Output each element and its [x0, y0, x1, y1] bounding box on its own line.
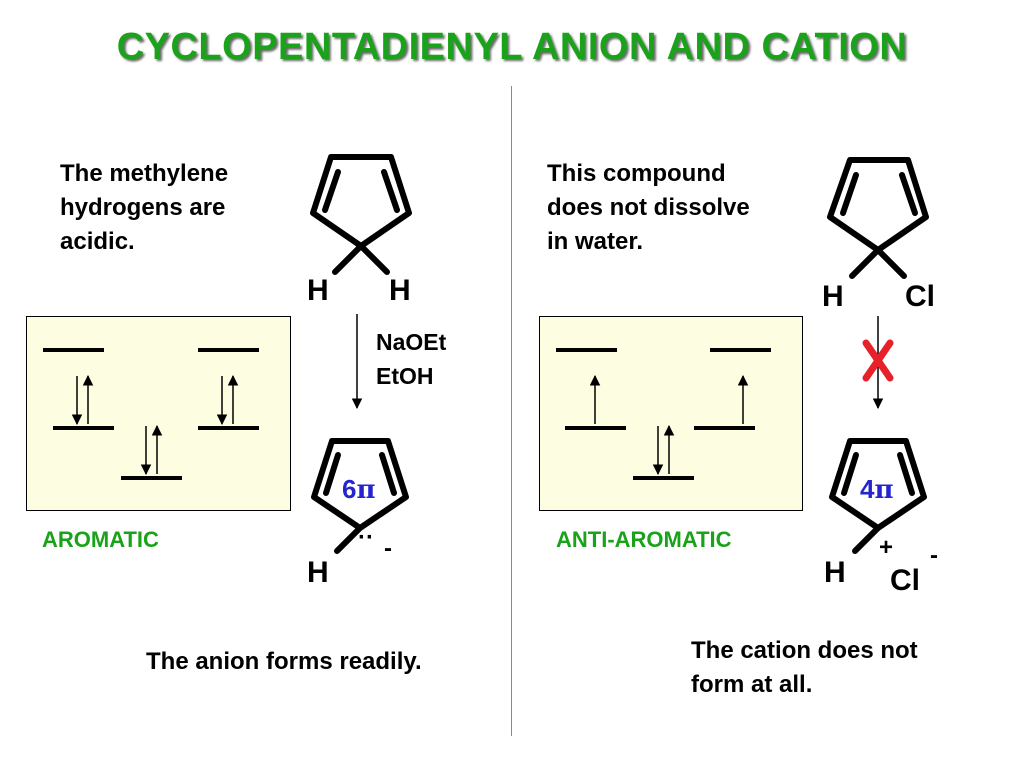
cation-charge: +: [879, 534, 893, 561]
chlorocyclopentadiene-structure: [827, 157, 929, 279]
reactant-h-left: H: [307, 274, 329, 307]
left-note-line: hydrogens are: [60, 194, 226, 221]
left-note-line: acidic.: [60, 228, 135, 255]
reagent-solvent: EtOH: [376, 363, 434, 389]
anion-pi-count: 6π: [342, 474, 376, 505]
vertical-divider: [511, 86, 512, 736]
right-note-line: in water.: [547, 228, 644, 255]
left-note: The methylene hydrogens are acidic.: [60, 157, 228, 259]
aromatic-energy-levels: [43, 348, 259, 480]
lone-pair: ··: [358, 524, 374, 551]
left-note-line: The methylene: [60, 160, 229, 187]
cyclopentadienyl-anion-structure: [311, 438, 409, 554]
antiaromatic-electrons: [589, 374, 749, 476]
cyclopentadienyl-cation-structure: [829, 438, 927, 554]
cyclopentadiene-structure: [310, 154, 412, 275]
right-note: This compound does not dissolve in water…: [547, 157, 750, 259]
right-conclusion: The cation does not form at all.: [691, 634, 918, 702]
antiaromatic-energy-levels: [556, 348, 771, 480]
aromatic-electrons: [71, 374, 239, 476]
cation-pi-count: 4π: [860, 474, 894, 505]
anion-charge: -: [384, 535, 392, 562]
aromatic-label: AROMATIC: [42, 527, 159, 552]
reactant-cl: Cl: [905, 280, 935, 313]
counterion-cl: Cl: [890, 564, 920, 597]
left-conclusion: The anion forms readily.: [146, 648, 422, 675]
reactant-h: H: [822, 280, 844, 313]
antiaromatic-label: ANTI-AROMATIC: [556, 527, 732, 552]
counterion-charge: -: [930, 542, 938, 569]
page-title: CYCLOPENTADIENYL ANION AND CATION: [116, 26, 908, 68]
reagent-base: NaOEt: [376, 329, 447, 355]
right-note-line: does not dissolve: [547, 194, 750, 221]
right-conclusion-line: form at all.: [691, 671, 813, 698]
cation-h: H: [824, 556, 846, 589]
anion-h: H: [307, 556, 329, 589]
right-note-line: This compound: [547, 160, 726, 187]
no-reaction-x-icon: [862, 339, 894, 382]
right-conclusion-line: The cation does not: [691, 637, 918, 664]
reactant-h-right: H: [389, 274, 411, 307]
